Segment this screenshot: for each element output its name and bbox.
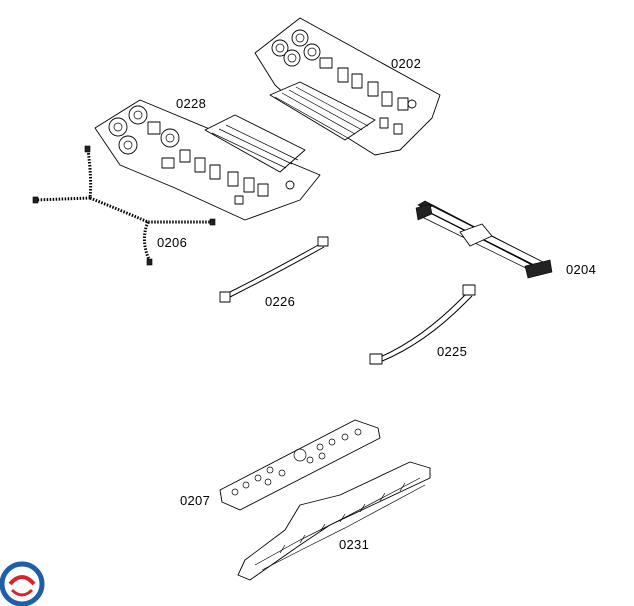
label-0231: 0231: [339, 537, 370, 552]
label-0207: 0207: [180, 493, 211, 508]
label-0228: 0228: [176, 96, 207, 111]
part-0207-control-board[interactable]: [219, 419, 381, 511]
part-0226-cable[interactable]: [219, 236, 329, 303]
brand-logo: [0, 561, 45, 606]
label-0225: 0225: [437, 344, 468, 359]
part-0225-cable[interactable]: [369, 284, 476, 365]
part-0206-wire-harness[interactable]: [32, 145, 216, 266]
part-0202-power-board[interactable]: [254, 17, 441, 156]
label-0206: 0206: [157, 235, 188, 250]
label-0202: 0202: [391, 56, 422, 71]
label-0204: 0204: [566, 262, 597, 277]
part-0228-main-board[interactable]: [94, 99, 321, 221]
label-0226: 0226: [265, 294, 296, 309]
part-0204-ribbon-cable[interactable]: [415, 200, 553, 279]
part-0231-frame[interactable]: [237, 461, 431, 581]
